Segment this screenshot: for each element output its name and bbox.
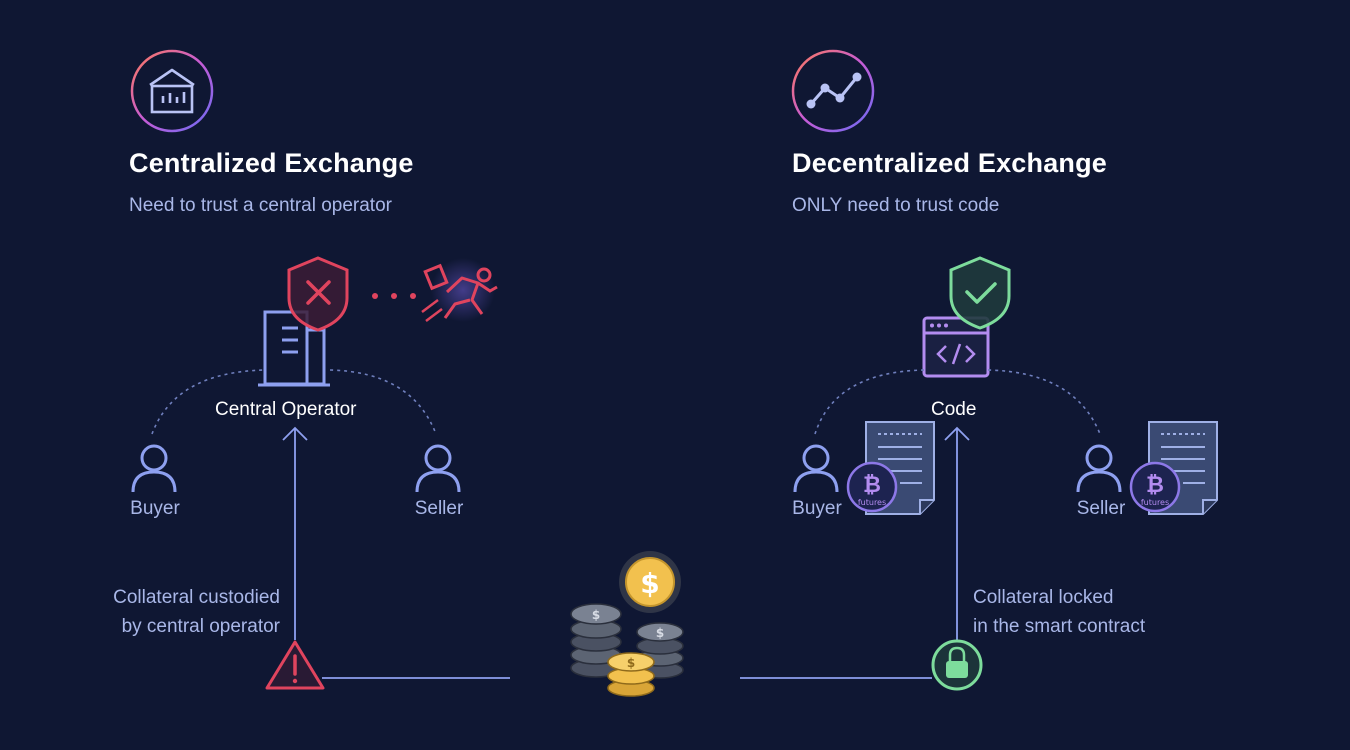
buyer-person-icon [131,444,177,493]
decentralized-collateral-note: Collateral locked in the smart contract [973,583,1233,641]
seller-arc [329,369,437,435]
code-window-icon [922,316,990,378]
decentralized-collateral-line-2: in the smart contract [973,616,1146,637]
dots-connector [372,293,416,299]
buyer-arc [151,369,266,435]
svg-text:₿: ₿ [863,473,881,498]
server-icon [258,310,330,387]
svg-text:$: $ [640,567,659,600]
futures-contract-icon-seller: ₿ futures [1129,421,1218,515]
decentralized-title: Decentralized Exchange [792,148,1108,178]
collateral-arrow-right [740,426,970,679]
svg-text:₿: ₿ [1146,473,1164,498]
buyer-arc-right [814,369,925,435]
shield-x-icon [287,256,349,332]
svg-text:$: $ [592,608,600,622]
warning-triangle-icon [265,640,325,690]
buyer-person-icon-right [793,444,839,493]
line-graph-icon [791,49,875,133]
buyer-label-right: Buyer [792,498,842,519]
svg-text:$: $ [656,626,664,640]
seller-label-left: Seller [414,498,464,519]
futures-contract-icon-buyer: ₿ futures [846,421,935,515]
svg-text:$: $ [627,656,635,670]
seller-label-right: Seller [1076,498,1126,519]
svg-text:futures: futures [1141,498,1169,507]
decentralized-collateral-line-1: Collateral locked [973,587,1114,608]
collateral-arrow-left [282,426,510,679]
seller-person-icon-right [1076,444,1122,493]
centralized-subtitle: Need to trust a central operator [129,195,392,216]
decentralized-subtitle: ONLY need to trust code [792,195,1000,216]
running-thief-icon [421,258,498,322]
centralized-collateral-line-1: Collateral custodied [113,587,280,608]
buyer-label-left: Buyer [130,498,180,519]
seller-arc-right [987,369,1101,435]
coin-stacks-icon: $ $ $ $ [570,551,684,697]
shield-check-icon [949,256,1011,330]
code-label: Code [931,399,977,420]
central-operator-label: Central Operator [215,399,357,420]
lock-icon [931,639,983,691]
centralized-collateral-line-2: by central operator [121,616,280,637]
centralized-collateral-note: Collateral custodied by central operator [60,583,280,641]
svg-text:futures: futures [858,498,886,507]
seller-person-icon [415,444,461,493]
centralized-title: Centralized Exchange [129,148,414,178]
bank-chart-icon [130,49,214,133]
